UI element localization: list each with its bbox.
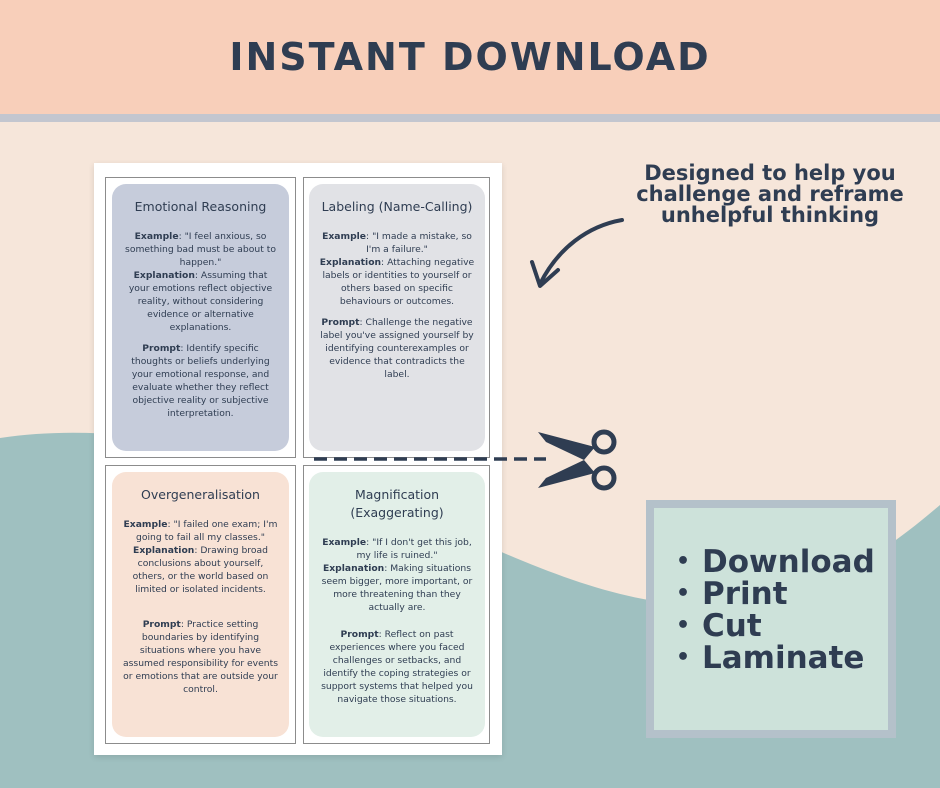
- card-example: Example: "If I don't get this job, my li…: [321, 537, 473, 613]
- step-item: •Download: [676, 544, 875, 580]
- step-item: •Laminate: [676, 640, 865, 676]
- card-example: Example: "I feel anxious, so something b…: [125, 231, 276, 333]
- card-example: Example: "I failed one exam; I'm going t…: [123, 519, 278, 595]
- cut-line: [314, 457, 546, 461]
- card-prompt: Prompt: Challenge the negative label you…: [320, 317, 474, 380]
- card-slot: Emotional Reasoning Example: "I feel anx…: [105, 177, 296, 458]
- card-prompt: Prompt: Practice setting boundaries by i…: [123, 619, 278, 695]
- printable-sheet: Emotional Reasoning Example: "I feel anx…: [94, 163, 502, 755]
- bullet-icon: •: [676, 581, 691, 606]
- bullet-icon: •: [676, 613, 691, 638]
- bullet-icon: •: [676, 645, 691, 670]
- steps-list: •Download •Print •Cut •Laminate: [676, 546, 875, 674]
- card-prompt: Prompt: Identify specific thoughts or be…: [131, 343, 270, 419]
- step-item: •Cut: [676, 608, 762, 644]
- steps-box: •Download •Print •Cut •Laminate: [646, 500, 896, 738]
- header-banner: INSTANT DOWNLOAD: [0, 0, 940, 114]
- card-emotional-reasoning: Emotional Reasoning Example: "I feel anx…: [112, 184, 289, 451]
- bullet-icon: •: [676, 549, 691, 574]
- card-title: Emotional Reasoning: [134, 199, 267, 214]
- tagline: Designed to help you challenge and refra…: [636, 161, 904, 227]
- card-slot: Labeling (Name-Calling) Example: "I made…: [303, 177, 490, 458]
- page-title: INSTANT DOWNLOAD: [229, 35, 711, 79]
- card-labeling: Labeling (Name-Calling) Example: "I made…: [309, 184, 485, 451]
- header-divider: [0, 114, 940, 122]
- curved-arrow-icon: [530, 218, 624, 288]
- card-title: Overgeneralisation: [141, 487, 260, 502]
- card-overgeneralisation: Overgeneralisation Example: "I failed on…: [112, 472, 289, 737]
- card-prompt: Prompt: Reflect on past experiences wher…: [321, 629, 473, 705]
- card-title: Labeling (Name-Calling): [321, 199, 473, 214]
- steps-panel: •Download •Print •Cut •Laminate: [654, 508, 888, 730]
- card-title: Magnification (Exaggerating): [350, 487, 444, 520]
- card-slot: Overgeneralisation Example: "I failed on…: [105, 465, 296, 744]
- scissors-icon: [538, 429, 617, 491]
- card-magnification: Magnification (Exaggerating) Example: "I…: [309, 472, 485, 737]
- card-example: Example: "I made a mistake, so I'm a fai…: [319, 231, 475, 307]
- card-slot: Magnification (Exaggerating) Example: "I…: [303, 465, 490, 744]
- step-item: •Print: [676, 576, 788, 612]
